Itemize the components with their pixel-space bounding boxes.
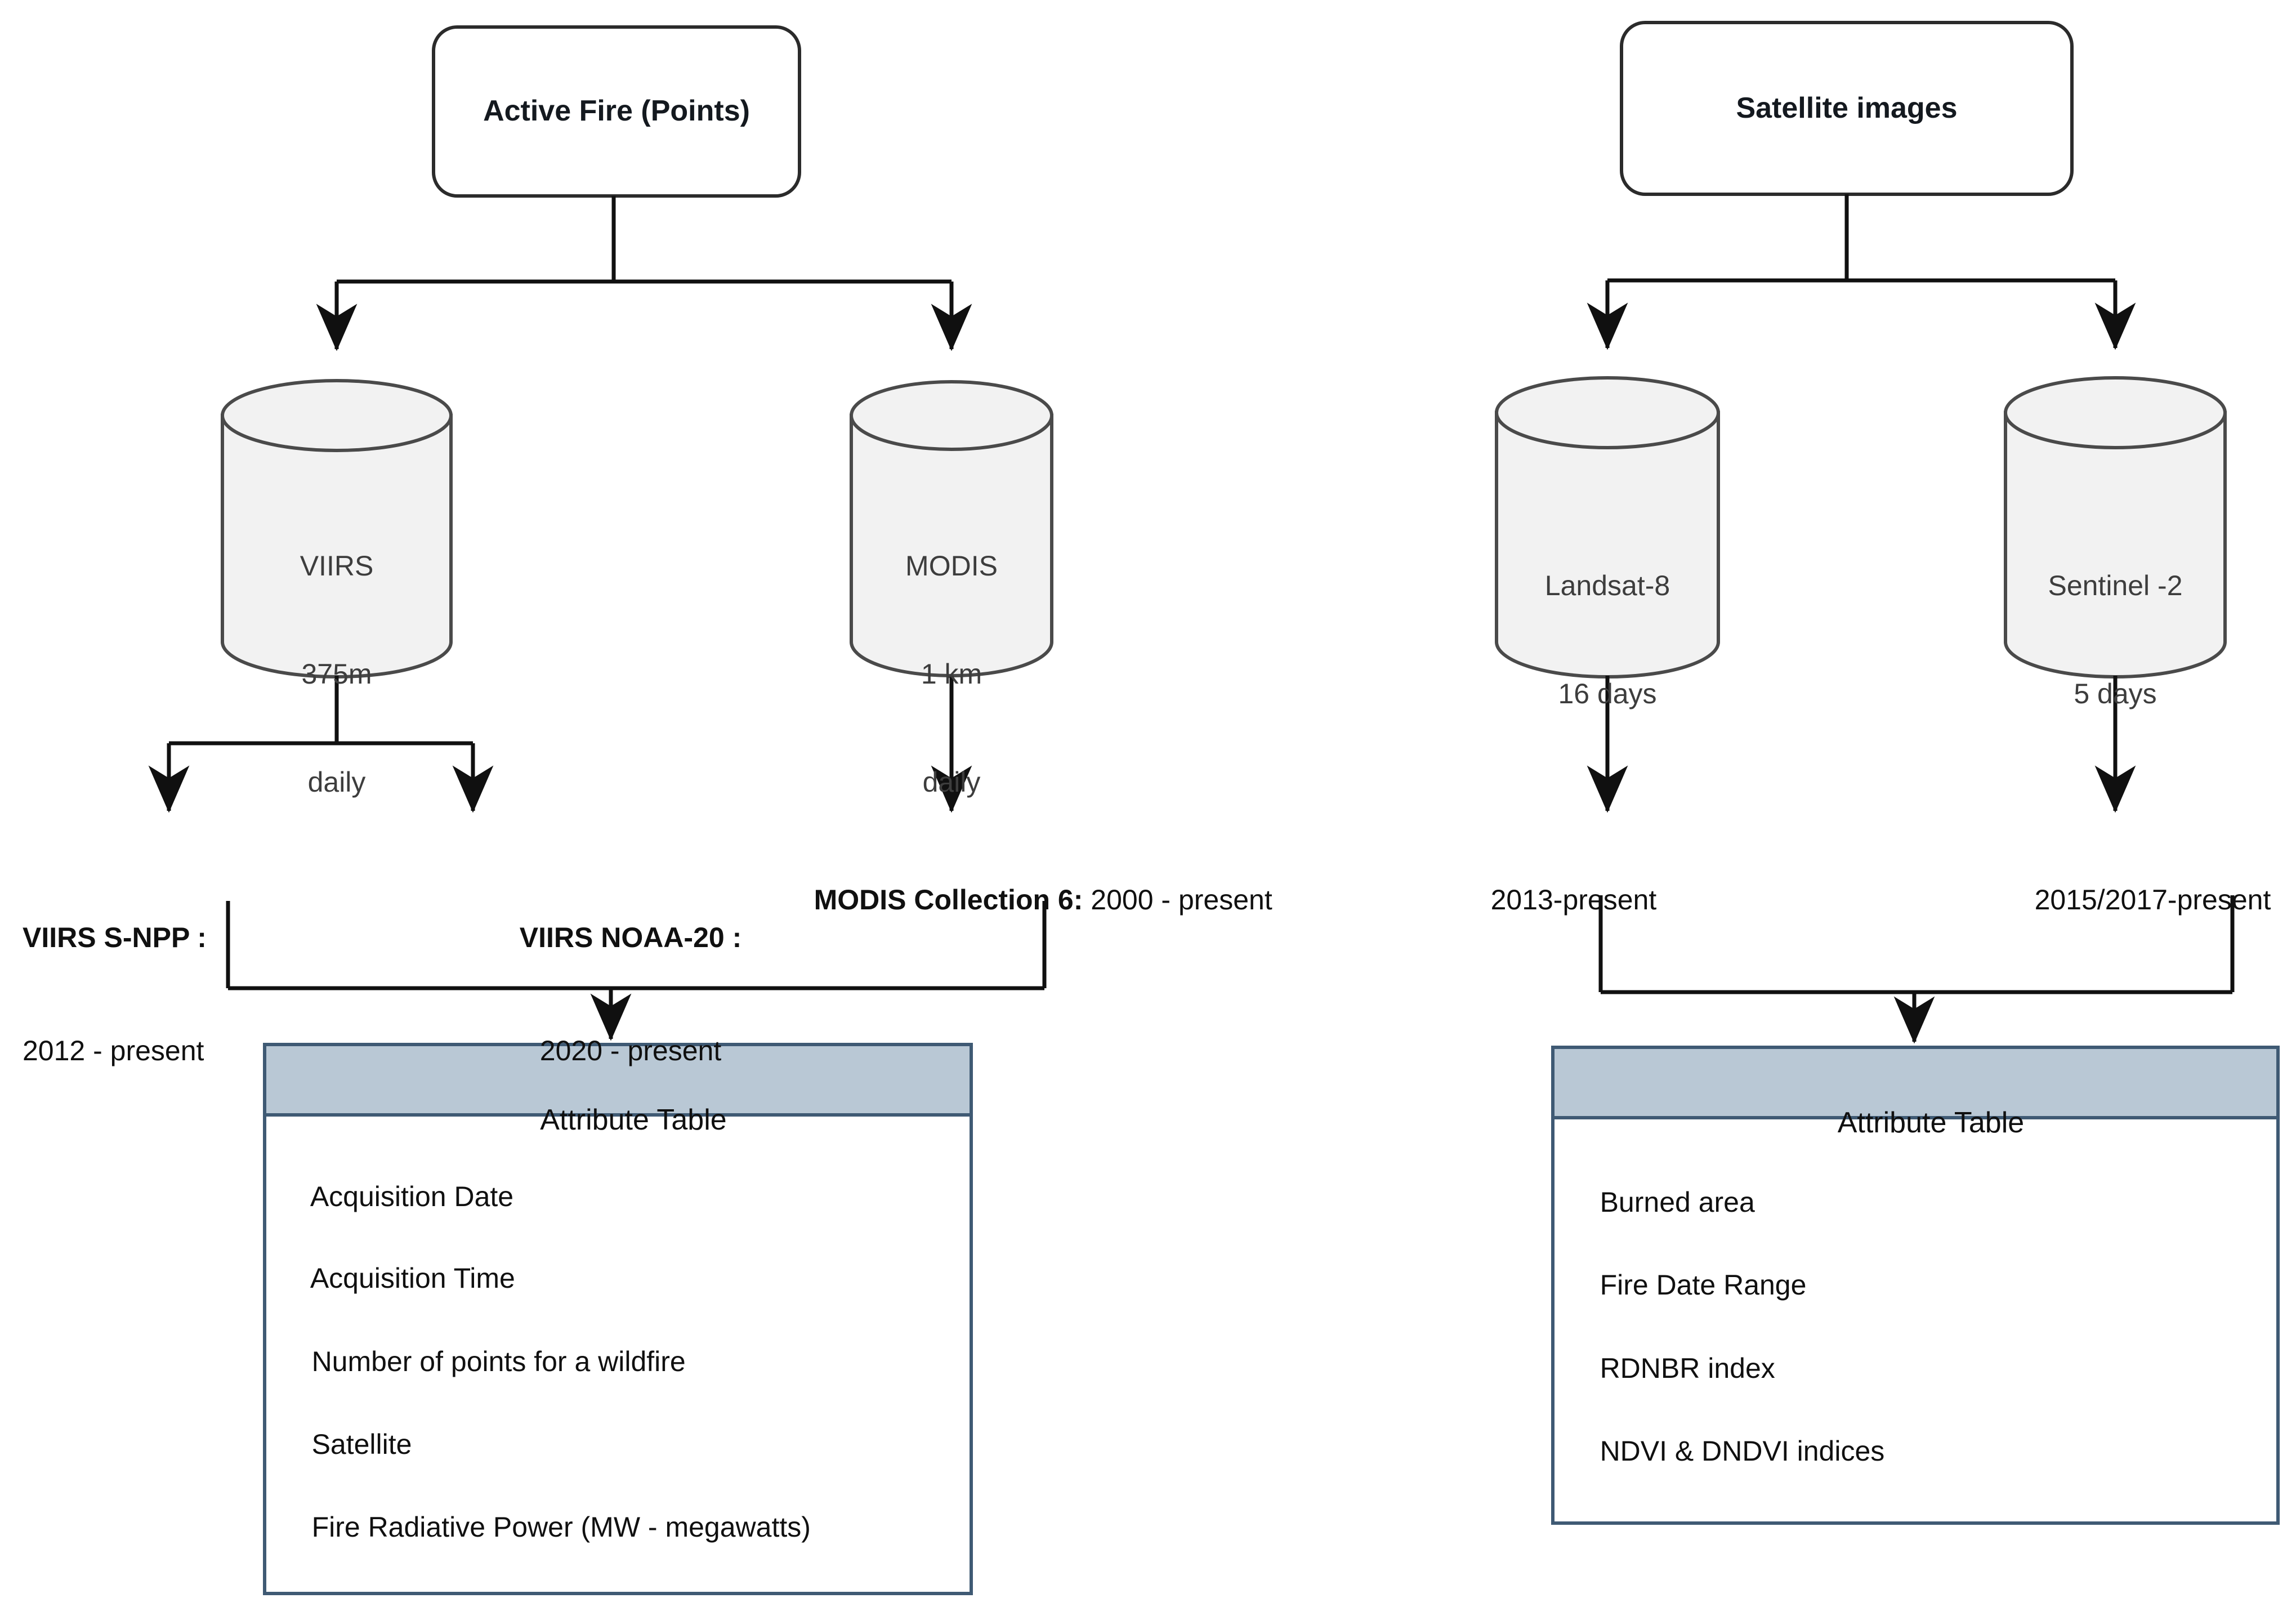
satellite-images-label: Satellite images bbox=[1736, 91, 1958, 124]
table-left-row-3: Satellite bbox=[311, 1429, 412, 1460]
viirs-revisit: daily bbox=[307, 766, 366, 798]
table-left-row-1: Acquisition Time bbox=[310, 1262, 515, 1294]
table-right-header-fill bbox=[1551, 1046, 2280, 1119]
table-left-header-label: Attribute Table bbox=[265, 1061, 971, 1179]
table-row: Satellite bbox=[280, 1388, 412, 1501]
table-row: RDNBR index bbox=[1569, 1312, 1775, 1425]
table-row: NDVI & DNDVI indices bbox=[1569, 1395, 1885, 1508]
landsat-revisit: 16 days bbox=[1558, 678, 1657, 709]
table-right-body bbox=[1551, 1046, 2280, 1525]
sentinel-range-label: 2015/2017-present bbox=[2034, 884, 2271, 916]
cylinder-viirs bbox=[221, 379, 453, 679]
viirs-name: VIIRS bbox=[300, 550, 374, 582]
sentinel-revisit: 5 days bbox=[2074, 678, 2157, 709]
cylinder-modis bbox=[850, 380, 1053, 677]
table-left-row-2: Number of points for a wildfire bbox=[311, 1346, 686, 1377]
product-landsat-range: 2013-present bbox=[1459, 843, 1797, 957]
landsat-range-label: 2013-present bbox=[1490, 884, 1657, 916]
table-row: Fire Date Range bbox=[1569, 1229, 1807, 1342]
table-left-row-0: Acquisition Date bbox=[310, 1181, 514, 1212]
node-active-fire-box bbox=[432, 25, 801, 198]
product-viirs-snpp: VIIRS S-NPP : 2012 - present bbox=[23, 843, 383, 1145]
table-right-row-3: NDVI & DNDVI indices bbox=[1600, 1435, 1885, 1467]
modis-name: MODIS bbox=[905, 550, 998, 582]
node-satellite-images-title: Satellite images bbox=[1622, 23, 2072, 194]
product-viirs-noaa20: VIIRS NOAA-20 : 2020 - present bbox=[434, 843, 828, 1145]
modis-collection6-label: MODIS Collection 6: bbox=[814, 884, 1083, 916]
modis-revisit: daily bbox=[922, 766, 981, 798]
modis-collection6-range: 2000 - present bbox=[1083, 884, 1272, 916]
table-right-header-label: Attribute Table bbox=[1553, 1064, 2278, 1182]
table-right-row-0: Burned area bbox=[1600, 1186, 1755, 1218]
product-sentinel-range: 2015/2017-present bbox=[2003, 843, 2296, 957]
viirs-noaa20-range: 2020 - present bbox=[539, 1035, 722, 1066]
sentinel-name: Sentinel -2 bbox=[2048, 570, 2183, 601]
cylinder-sentinel bbox=[2004, 376, 2227, 679]
active-fire-label: Active Fire (Points) bbox=[483, 95, 750, 128]
landsat-name: Landsat-8 bbox=[1544, 570, 1670, 601]
attribute-table-right-title: Attribute Table bbox=[1837, 1106, 2025, 1139]
table-row: Burned area bbox=[1569, 1146, 1755, 1259]
table-row: Number of points for a wildfire bbox=[280, 1305, 686, 1418]
table-row: Fire Radiative Power (MW - megawatts) bbox=[280, 1471, 811, 1584]
product-modis-collection6: MODIS Collection 6: 2000 - present bbox=[783, 843, 1402, 957]
modis-resolution: 1 km bbox=[921, 658, 982, 690]
table-row: Acquisition Time bbox=[280, 1222, 515, 1335]
node-active-fire-title: Active Fire (Points) bbox=[434, 27, 799, 196]
cylinder-viirs-label: VIIRS 375m daily bbox=[222, 476, 451, 872]
cylinder-landsat bbox=[1495, 376, 1720, 679]
table-right-row-1: Fire Date Range bbox=[1600, 1269, 1807, 1301]
table-left-body bbox=[263, 1043, 973, 1595]
cylinder-landsat-label: Landsat-8 16 days bbox=[1495, 496, 1720, 784]
attribute-table-left-title: Attribute Table bbox=[540, 1103, 727, 1136]
viirs-noaa20-label: VIIRS NOAA-20 : bbox=[519, 922, 742, 953]
table-row: Acquisition Date bbox=[280, 1140, 513, 1253]
table-right-row-2: RDNBR index bbox=[1600, 1353, 1775, 1384]
table-left-row-4: Fire Radiative Power (MW - megawatts) bbox=[311, 1511, 811, 1543]
cylinder-sentinel-label: Sentinel -2 5 days bbox=[2003, 496, 2228, 784]
viirs-snpp-label: VIIRS S-NPP : bbox=[23, 922, 207, 953]
viirs-snpp-range: 2012 - present bbox=[23, 1035, 204, 1066]
table-left-header-fill bbox=[263, 1043, 973, 1117]
cylinder-modis-label: MODIS 1 km daily bbox=[839, 476, 1064, 872]
viirs-resolution: 375m bbox=[301, 658, 372, 690]
